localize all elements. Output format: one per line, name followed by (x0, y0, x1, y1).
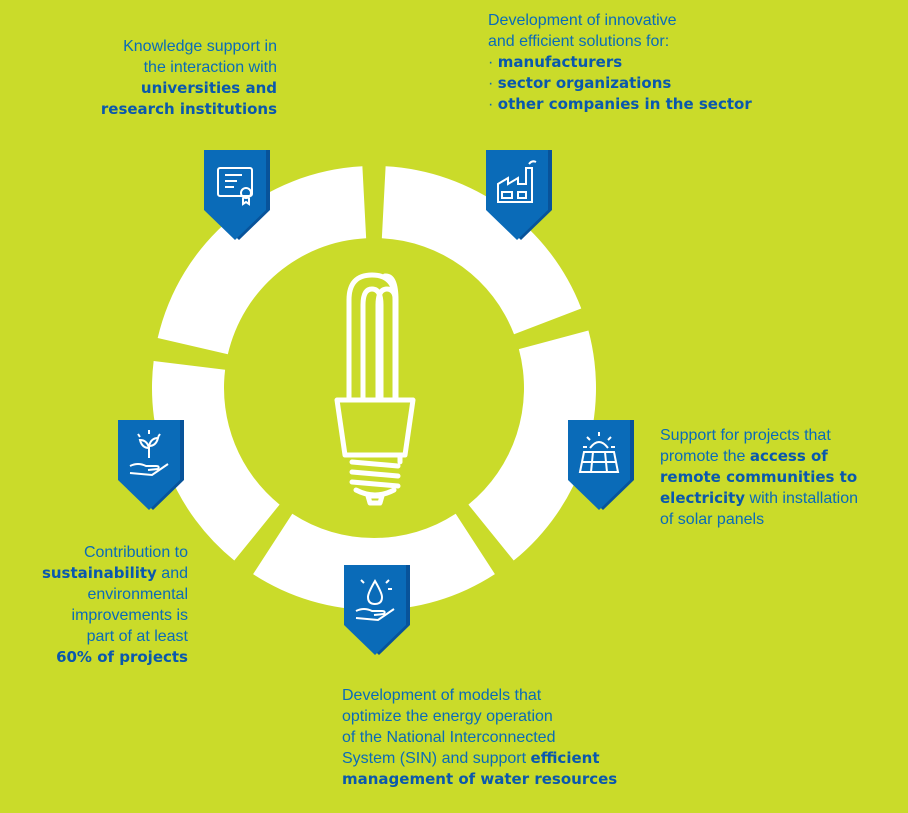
water-drop-badge (344, 565, 414, 655)
water-label: Development of models that optimize the … (342, 687, 618, 788)
solar-panel-badge (568, 420, 638, 510)
plant-hand-badge (118, 420, 188, 510)
solar-panel-icon (578, 432, 620, 473)
bullet-item: · other companies in the sector (488, 95, 752, 113)
universities-label: Knowledge support in the interaction wit… (100, 38, 277, 118)
segment-solar (468, 330, 596, 561)
water-drop-hand-icon (355, 579, 395, 622)
factory-icon (497, 160, 537, 203)
factory-badge (486, 150, 556, 240)
segment-innovative (381, 166, 582, 335)
plant-hand-icon (129, 430, 169, 477)
certificate-badge (204, 150, 274, 240)
bullet-item: · sector organizations (488, 74, 672, 92)
segment-sustainability (151, 360, 280, 561)
light-bulb-icon (334, 272, 416, 506)
innovative-solutions-label: Development of innovative and efficient … (488, 10, 848, 115)
bullet-item: · manufacturers (488, 53, 623, 71)
solar-label: Support for projects that promote the ac… (660, 427, 859, 528)
segment-universities (157, 166, 367, 355)
certificate-icon (217, 167, 253, 206)
segment-water (253, 513, 495, 610)
ring-segments (151, 166, 596, 610)
sustainability-label: Contribution to sustainability and envir… (41, 544, 188, 666)
